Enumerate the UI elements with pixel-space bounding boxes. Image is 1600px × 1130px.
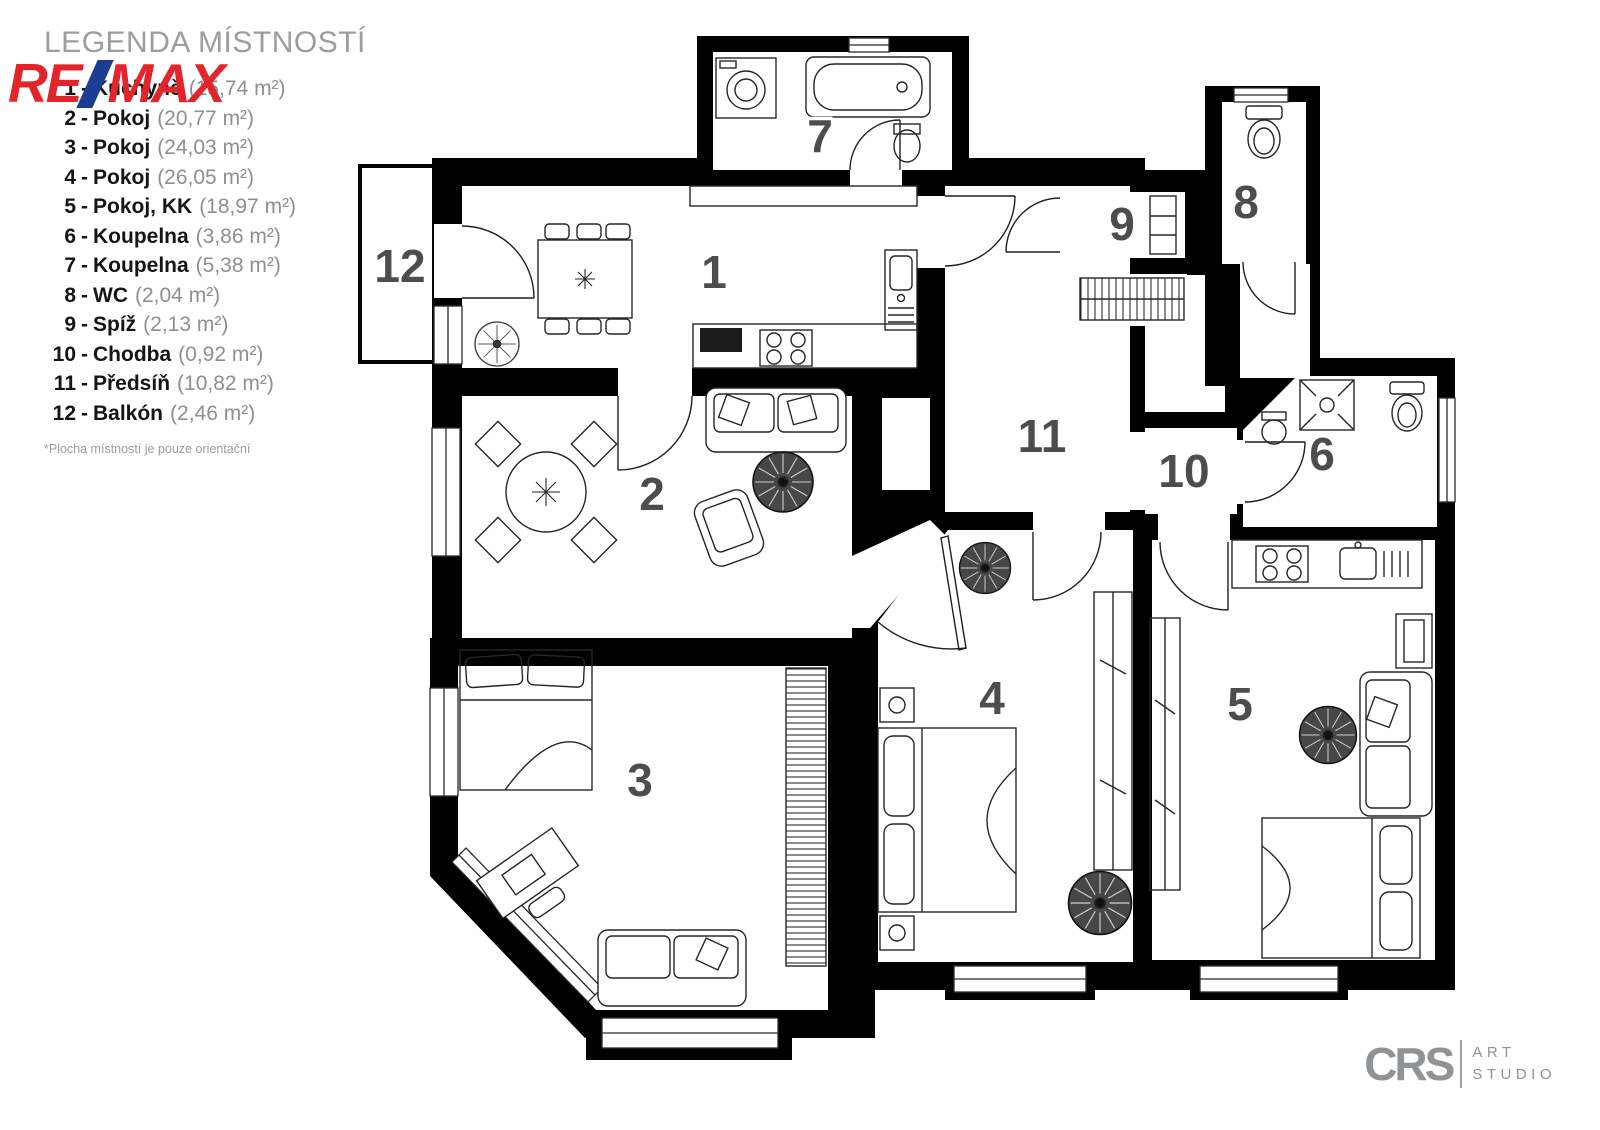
coat-rack xyxy=(1079,277,1185,321)
remax-re: RE xyxy=(8,52,82,114)
studio-logo-name: CRS xyxy=(1364,1038,1455,1090)
kitchenette-counter xyxy=(1231,539,1423,589)
pantry-shelf xyxy=(1149,195,1177,255)
plant-icon xyxy=(474,321,520,367)
legend-footnote: *Plocha místností je pouze orientační xyxy=(44,442,251,456)
room-label-10: 10 xyxy=(1158,445,1209,497)
toilet-icon xyxy=(1389,381,1425,432)
sink-icon xyxy=(893,123,921,163)
legend-item: 9-Spíž(2,13 m²) xyxy=(64,313,229,336)
plant-icon xyxy=(958,541,1012,595)
plant-icon xyxy=(1298,705,1358,765)
legend-item: 12-Balkón(2,46 m²) xyxy=(52,401,256,425)
room-label-7: 7 xyxy=(807,110,833,162)
plant-icon xyxy=(752,451,814,513)
sofa xyxy=(1359,671,1433,817)
remax-logo: RE MAX xyxy=(8,52,226,114)
studio-logo-divider xyxy=(1460,1040,1463,1088)
legend-item: 10-Chodba(0,92 m²) xyxy=(52,342,264,366)
sofa xyxy=(597,929,747,1007)
tv-cabinet xyxy=(1395,613,1433,669)
studio-logo-line2: STUDIO xyxy=(1472,1066,1556,1083)
bed xyxy=(877,727,1017,913)
room-label-5: 5 xyxy=(1227,678,1253,730)
room-label-8: 8 xyxy=(1233,176,1259,228)
room-labels: 1 2 3 4 5 6 7 8 9 10 11 12 xyxy=(371,107,1338,810)
room-label-9: 9 xyxy=(1109,198,1135,250)
legend-item: 7-Koupelna(5,38 m²) xyxy=(64,254,281,277)
dining-table xyxy=(537,223,633,335)
room-label-3: 3 xyxy=(627,754,653,806)
room-label-1: 1 xyxy=(701,246,727,298)
legend-item: 3-Pokoj(24,03 m²) xyxy=(64,136,255,159)
remax-max: MAX xyxy=(107,52,225,114)
nightstand xyxy=(879,915,915,951)
bathtub-icon xyxy=(805,56,931,118)
armchair xyxy=(693,489,765,567)
studio-logo-line1: ART xyxy=(1472,1043,1516,1061)
legend-item: 11-Předsíň(10,82 m²) xyxy=(53,372,274,395)
room-label-2: 2 xyxy=(639,468,665,520)
room-legend: LEGENDA MÍSTNOSTÍ 1-Kuchyně(15,74 m²) 2-… xyxy=(44,26,366,456)
toilet-icon xyxy=(1245,105,1283,159)
nightstand xyxy=(879,687,915,723)
kitchen-counter xyxy=(689,185,918,369)
legend-item: 5-Pokoj, KK(18,97 m²) xyxy=(64,195,297,218)
bathroom-sink-icon xyxy=(1261,411,1287,445)
legend-rows: 1-Kuchyně(15,74 m²) 2-Pokoj(20,77 m²) 3-… xyxy=(44,74,366,428)
shower-icon xyxy=(1299,379,1355,431)
furniture-layer xyxy=(459,56,1433,1007)
wardrobe xyxy=(1093,591,1133,871)
washing-machine-icon xyxy=(715,57,777,119)
door-openings xyxy=(434,166,1295,628)
studio-logo: CRS ART STUDIO xyxy=(1364,1040,1556,1088)
legend-item: 8-WC(2,04 m²) xyxy=(64,283,221,307)
door-swings xyxy=(461,119,1306,651)
desk xyxy=(475,826,580,920)
legend-item: 6-Koupelna(3,86 m²) xyxy=(64,224,281,248)
plant-icon xyxy=(1067,870,1133,936)
room-label-12: 12 xyxy=(374,240,425,292)
room-label-6: 6 xyxy=(1309,428,1335,480)
room-interiors xyxy=(458,52,1437,1010)
bed xyxy=(459,649,593,791)
room-label-4: 4 xyxy=(979,672,1005,724)
bed xyxy=(1261,817,1421,959)
studio-logo-lines: ART STUDIO xyxy=(1472,1042,1556,1087)
legend-item: 2-Pokoj(20,77 m²) xyxy=(64,106,255,130)
sofa xyxy=(705,387,847,453)
room-label-11: 11 xyxy=(1018,410,1067,462)
round-table xyxy=(474,420,618,564)
tall-cabinet xyxy=(1149,617,1181,891)
legend-item: 4-Pokoj(26,05 m²) xyxy=(64,165,255,189)
built-in-wardrobe xyxy=(785,667,827,967)
legend-title: LEGENDA MÍSTNOSTÍ xyxy=(44,26,366,59)
